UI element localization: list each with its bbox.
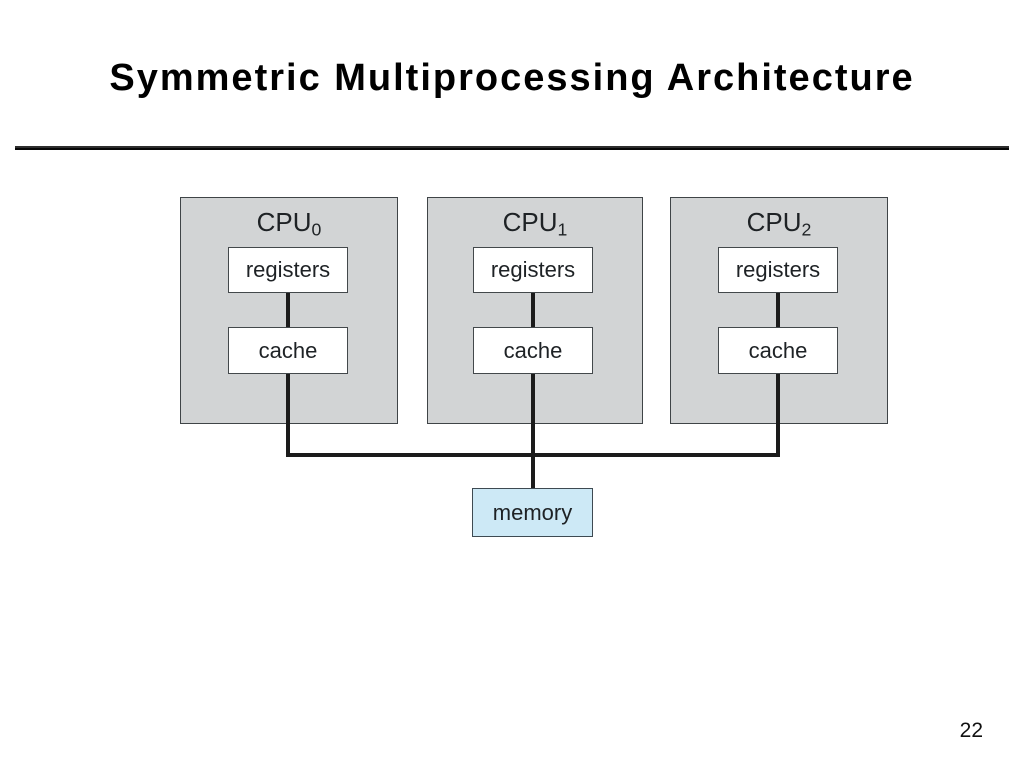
cpu2-label-text: CPU <box>746 207 802 237</box>
cpu1-registers-cache-connector <box>531 293 535 327</box>
cpu1-box: CPU1 <box>427 197 643 424</box>
cpu2-registers-box: registers <box>718 247 838 293</box>
memory-box: memory <box>472 488 593 537</box>
cpu2-label-subscript: 2 <box>801 219 812 240</box>
cpu2-label: CPU2 <box>671 207 887 240</box>
system-bus-line <box>286 453 780 457</box>
cpu0-registers-box: registers <box>228 247 348 293</box>
cpu1-label: CPU1 <box>428 207 642 240</box>
slide-title: Symmetric Multiprocessing Architecture <box>109 57 915 99</box>
cpu0-label-subscript: 0 <box>311 219 322 240</box>
cpu1-registers-box: registers <box>473 247 593 293</box>
cpu1-label-text: CPU <box>502 207 558 237</box>
cpu2-cache-bus-connector <box>776 374 780 457</box>
cpu0-label-text: CPU <box>256 207 312 237</box>
cpu1-cache-box: cache <box>473 327 593 374</box>
cpu2-registers-cache-connector <box>776 293 780 327</box>
cpu1-label-subscript: 1 <box>557 219 568 240</box>
cpu2-cache-box: cache <box>718 327 838 374</box>
slide-page-number: 22 <box>959 719 983 742</box>
cpu0-cache-box: cache <box>228 327 348 374</box>
cpu0-label: CPU0 <box>181 207 397 240</box>
cpu0-cache-bus-connector <box>286 374 290 457</box>
cpu0-registers-cache-connector <box>286 293 290 327</box>
cpu1-cache-memory-connector <box>531 374 535 488</box>
title-divider-double-rule <box>15 146 1009 150</box>
